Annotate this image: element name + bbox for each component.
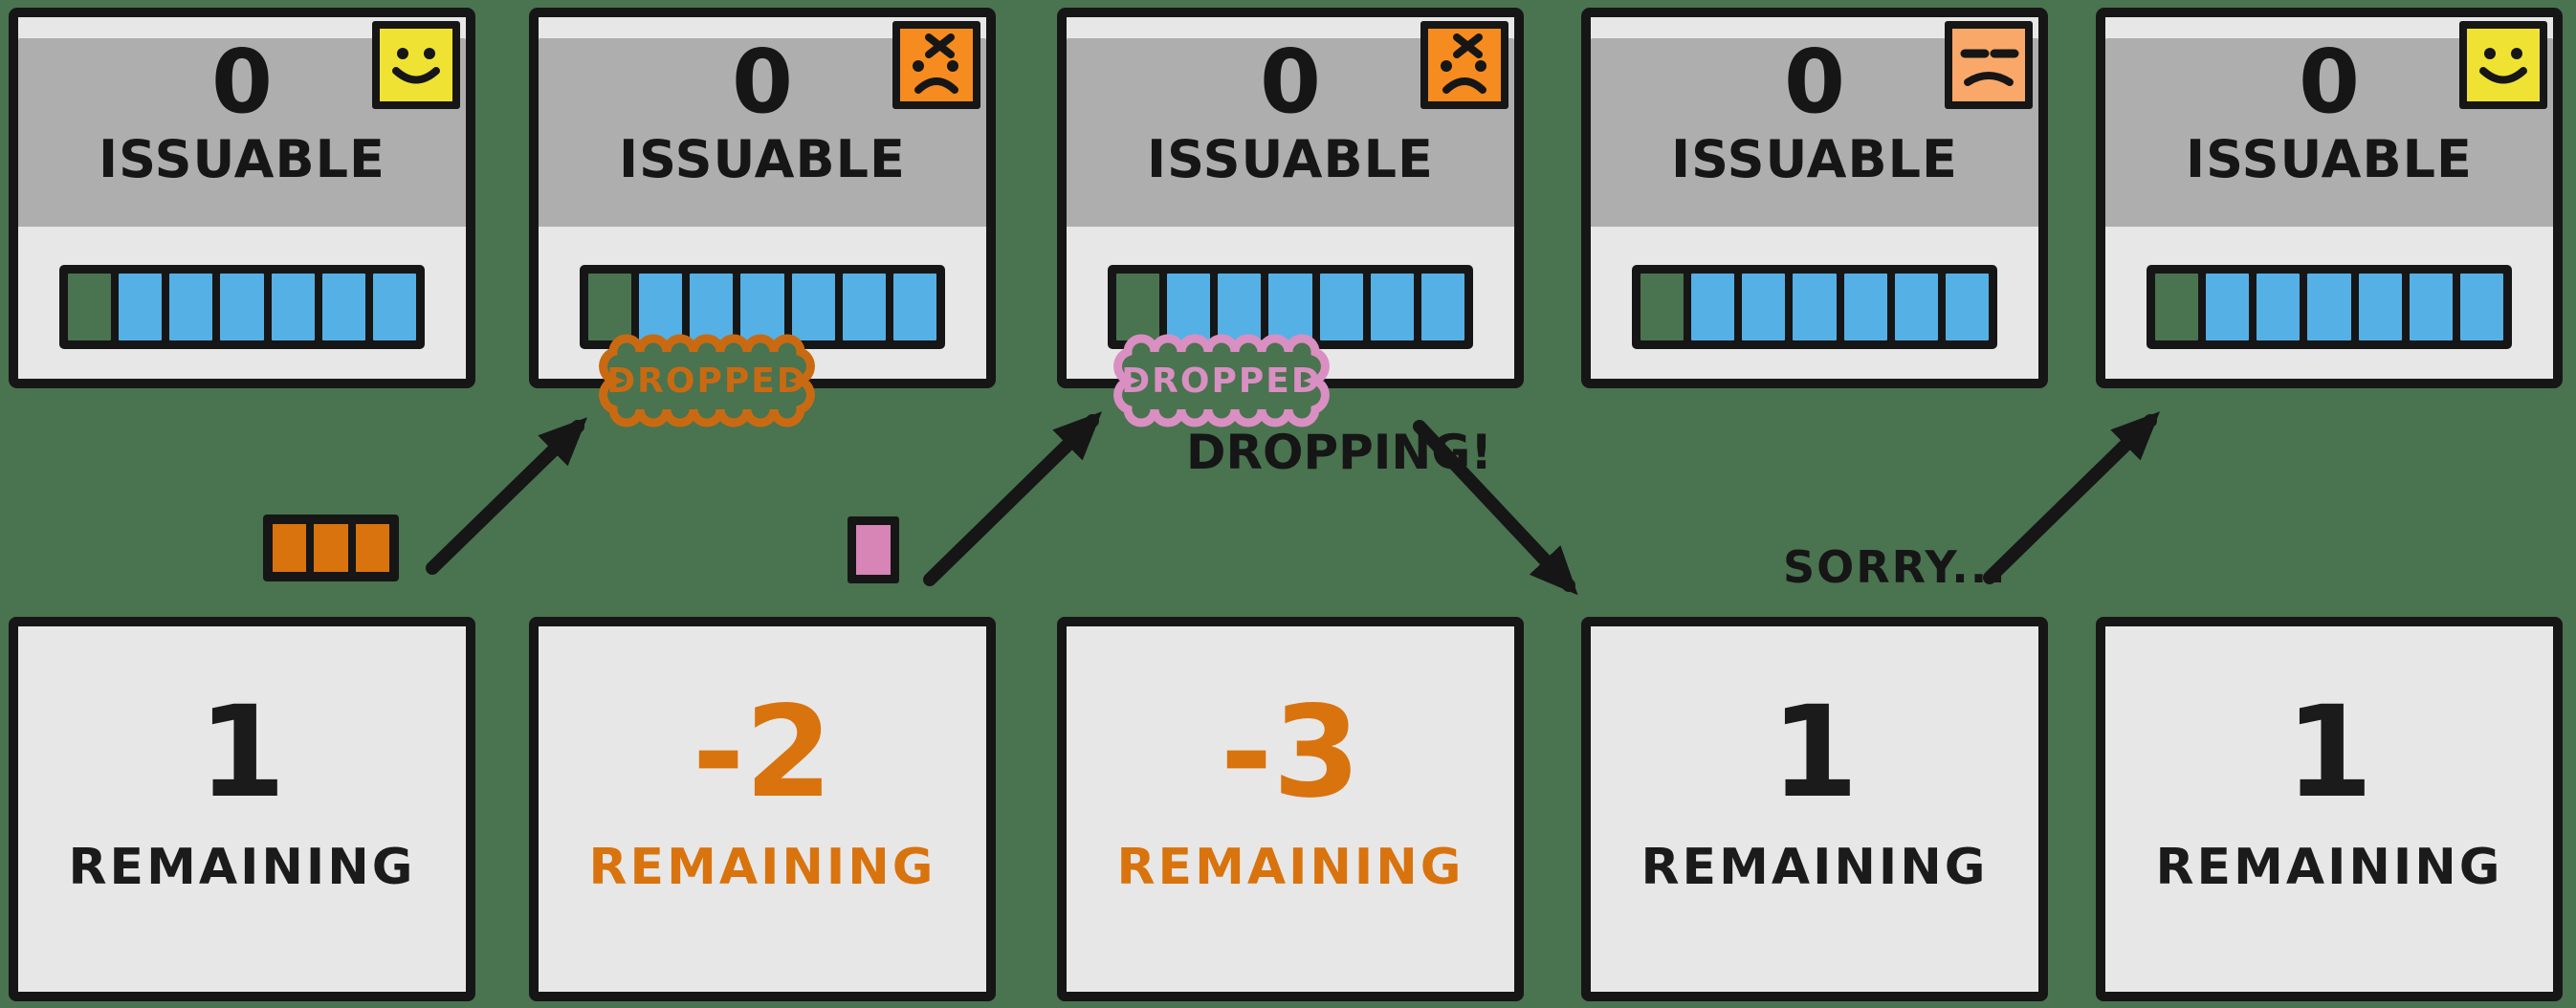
mood-sticky-unamused <box>1945 21 2033 109</box>
issuable-card-2: 0 ISSUABLE <box>529 8 996 388</box>
orange-token-cell <box>314 524 348 572</box>
mood-sticky-happy <box>2459 21 2547 109</box>
slot-cell-filled <box>1894 274 1938 340</box>
slot-cell-filled <box>2257 274 2301 340</box>
remaining-label: REMAINING <box>1640 839 1989 896</box>
slot-cell-empty <box>588 274 632 340</box>
slot-cell-empty <box>68 274 112 340</box>
issuable-count: 0 <box>1783 31 1845 133</box>
issuable-count: 0 <box>1259 31 1321 133</box>
mood-sticky-happy <box>372 21 460 109</box>
issuable-label: ISSUABLE <box>2186 129 2473 189</box>
angry-face-icon <box>1441 33 1486 94</box>
cloud-outline-icon: DROPPED <box>1113 334 1330 427</box>
remaining-count: -2 <box>692 679 833 826</box>
slot-cell-filled <box>1420 274 1464 340</box>
remaining-label: REMAINING <box>2155 839 2503 896</box>
slot-cell-filled <box>2409 274 2453 340</box>
sorry-label: SORRY... <box>1783 541 2008 593</box>
slot-cell-filled <box>1319 274 1363 340</box>
dropped-badge-orange: DROPPED <box>588 334 826 427</box>
angry-face-icon <box>913 33 958 94</box>
dropped-badge-pink: DROPPED <box>1103 334 1340 427</box>
issuable-card-1: 0 ISSUABLE <box>9 8 475 388</box>
arrow-up-right-icon <box>923 411 1103 586</box>
remaining-label: REMAINING <box>1116 839 1464 896</box>
arrow-up-right-icon <box>426 417 588 575</box>
issuable-body <box>2105 227 2553 400</box>
remaining-label: REMAINING <box>68 839 416 896</box>
orange-token-cell <box>355 524 389 572</box>
smiley-face-icon <box>392 48 440 84</box>
issuable-count: 0 <box>210 31 273 133</box>
slot-cell-filled <box>740 274 784 340</box>
slot-cell-filled <box>1268 274 1312 340</box>
slot-cell-filled <box>1218 274 1262 340</box>
issuable-card-3: 0 ISSUABLE <box>1057 8 1524 388</box>
slot-cell-empty <box>2155 274 2199 340</box>
pink-token-cell <box>848 516 899 583</box>
remaining-count: 1 <box>1771 679 1859 826</box>
smiley-face-icon <box>2479 48 2527 84</box>
slot-cell-filled <box>372 274 416 340</box>
slot-cell-filled <box>842 274 886 340</box>
issuable-count: 0 <box>731 31 793 133</box>
remaining-count: 1 <box>198 679 286 826</box>
slot-cell-filled <box>1843 274 1887 340</box>
issuable-label: ISSUABLE <box>1671 129 1958 189</box>
issuable-label: ISSUABLE <box>99 129 385 189</box>
slot-cell-empty <box>1640 274 1684 340</box>
issuable-count: 0 <box>2298 31 2360 133</box>
issuable-card-5: 0 ISSUABLE <box>2096 8 2563 388</box>
remaining-count: 1 <box>2285 679 2373 826</box>
slot-bar <box>59 265 425 349</box>
dropping-label: DROPPING! <box>1186 425 1493 480</box>
dropped-badge-text: DROPPED <box>606 362 806 401</box>
slot-cell-filled <box>1793 274 1837 340</box>
unamused-face-icon <box>1960 49 2019 86</box>
slot-cell-filled <box>2459 274 2503 340</box>
slot-cell-filled <box>1691 274 1735 340</box>
slot-cell-filled <box>1167 274 1211 340</box>
slot-cell-filled <box>892 274 936 340</box>
slot-cell-filled <box>690 274 734 340</box>
slot-cell-filled <box>1370 274 1414 340</box>
slot-cell-filled <box>2358 274 2402 340</box>
issuable-body <box>18 227 466 400</box>
cloud-outline-icon: DROPPED <box>599 334 815 427</box>
remaining-card-3: -3 REMAINING <box>1057 617 1524 1001</box>
slot-cell-filled <box>1945 274 1989 340</box>
slot-cell-filled <box>1742 274 1786 340</box>
slot-cell-filled <box>321 274 365 340</box>
slot-cell-filled <box>119 274 163 340</box>
slot-cell-filled <box>2307 274 2351 340</box>
issuable-label: ISSUABLE <box>619 129 906 189</box>
slot-cell-empty <box>1116 274 1160 340</box>
slot-cell-filled <box>791 274 835 340</box>
remaining-card-5: 1 REMAINING <box>2096 617 2563 1001</box>
slot-cell-filled <box>169 274 213 340</box>
issuable-label: ISSUABLE <box>1147 129 1434 189</box>
slot-cell-filled <box>271 274 315 340</box>
issuable-card-4: 0 ISSUABLE <box>1581 8 2048 388</box>
remaining-card-4: 1 REMAINING <box>1581 617 2048 1001</box>
orange-tokens-strip <box>263 515 399 581</box>
remaining-label: REMAINING <box>588 839 936 896</box>
slot-cell-filled <box>639 274 683 340</box>
slot-cell-filled <box>220 274 264 340</box>
issuable-body <box>1591 227 2038 400</box>
dropped-badge-text: DROPPED <box>1121 362 1321 401</box>
slot-bar <box>1632 265 1997 349</box>
slot-bar <box>2147 265 2512 349</box>
arrow-up-right-icon <box>1983 411 2161 584</box>
mood-sticky-angry <box>892 21 980 109</box>
orange-token-cell <box>273 524 307 572</box>
remaining-card-1: 1 REMAINING <box>9 617 475 1001</box>
remaining-card-2: -2 REMAINING <box>529 617 996 1001</box>
mood-sticky-angry <box>1420 21 1508 109</box>
slot-cell-filled <box>2206 274 2250 340</box>
remaining-count: -3 <box>1220 679 1361 826</box>
